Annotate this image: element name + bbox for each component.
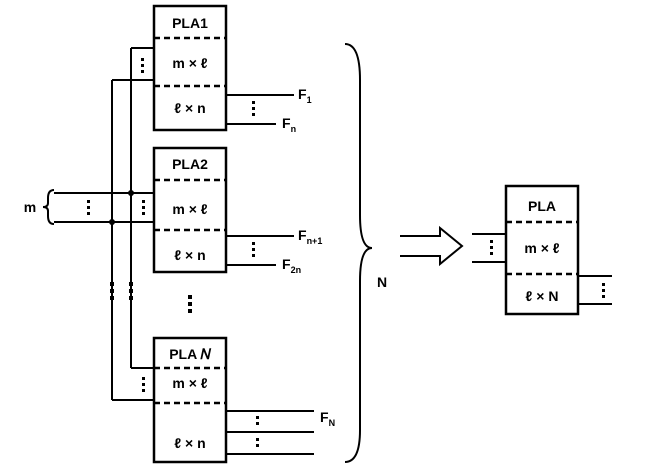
group-count-label: N	[377, 274, 387, 290]
plaN-title: PLA 𝑁	[169, 346, 211, 362]
pla2-and-plane-label: m × ℓ	[172, 201, 207, 217]
pla2-title: PLA2	[172, 156, 208, 172]
plaN-block: PLA 𝑁 m × ℓ ℓ × n	[152, 336, 228, 464]
pla1-or-plane-label: ℓ × n	[174, 100, 205, 116]
pla2-or-plane-label: ℓ × n	[174, 247, 205, 263]
plaN-or-plane-label: ℓ × n	[174, 435, 205, 451]
pla1-and-plane-label: m × ℓ	[172, 55, 207, 71]
input-count-label: m	[24, 199, 36, 215]
group-brace-icon	[344, 43, 373, 463]
plaN-and-plane-label: m × ℓ	[172, 375, 207, 391]
combined-pla-title: PLA	[528, 198, 556, 214]
output-wires	[226, 94, 314, 455]
combined-input-wires	[472, 233, 506, 263]
output-fN-label: FN	[320, 409, 335, 428]
equivalence-arrow-icon	[400, 225, 464, 267]
output-fn1-label: Fn+1	[298, 227, 322, 246]
pla1-block: PLA1 m × ℓ ℓ × n	[152, 4, 228, 132]
block-input-ellipsis-icon	[141, 58, 145, 392]
output-f1-label: F1	[298, 86, 312, 105]
input-ellipsis-icon	[87, 200, 90, 215]
pla1-title: PLA1	[172, 15, 208, 31]
input-bus	[54, 47, 154, 401]
bus-ellipsis-icon	[110, 282, 133, 300]
combined-pla-block: PLA m × ℓ ℓ × N	[504, 184, 580, 316]
combined-or-plane-label: ℓ × N	[526, 288, 559, 304]
combined-and-plane-label: m × ℓ	[524, 240, 559, 256]
combined-output-wires	[578, 275, 612, 305]
pla2-block: PLA2 m × ℓ ℓ × n	[152, 146, 228, 274]
output-fn-label: Fn	[282, 115, 296, 134]
block-ellipsis-icon	[188, 295, 192, 313]
input-brace-icon	[42, 189, 55, 225]
output-f2n-label: F2n	[282, 256, 301, 275]
